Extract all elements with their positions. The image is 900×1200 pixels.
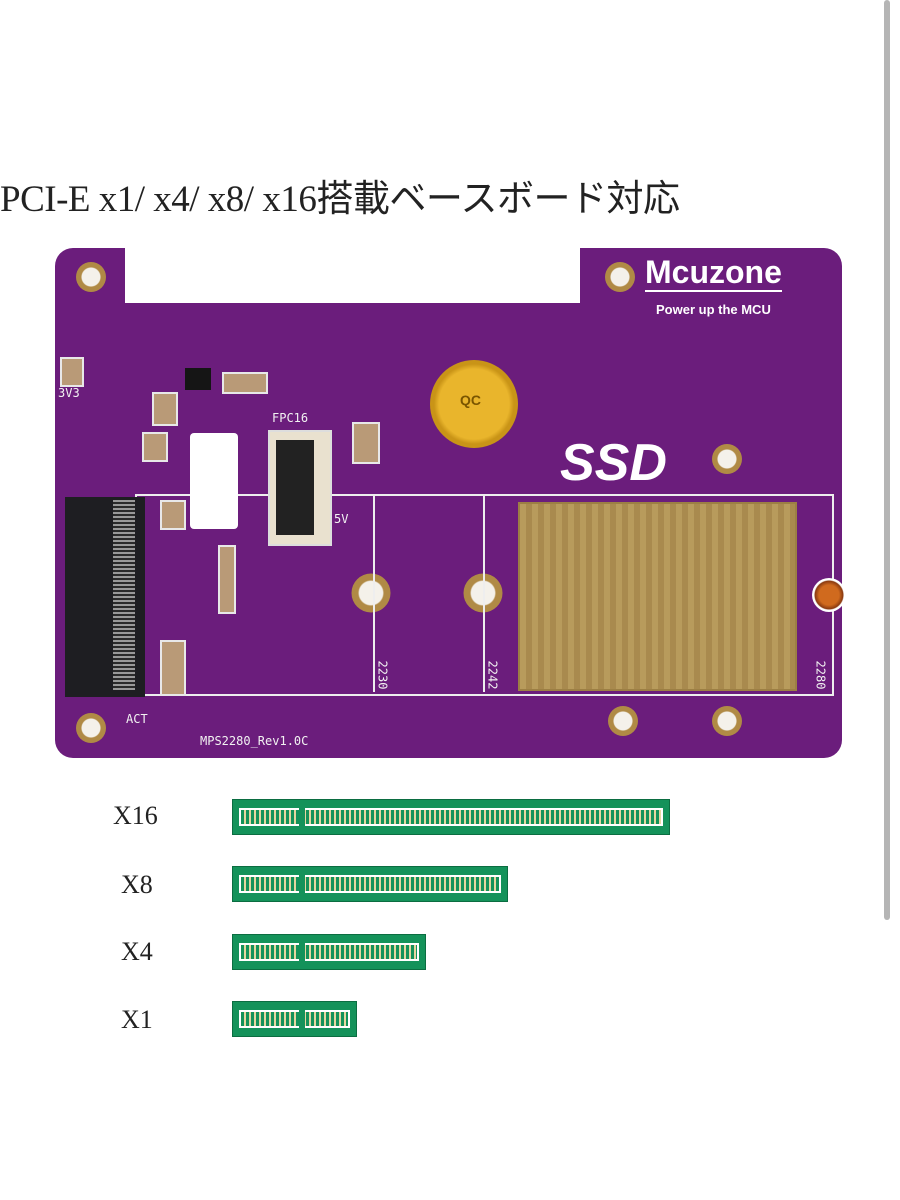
- mounting-hole: [608, 706, 638, 736]
- pcie-slot-x4: [232, 934, 426, 970]
- pcie-slot-x16: [232, 799, 670, 835]
- pcie-slot-x8: [232, 866, 508, 902]
- page-title: PCI-E x1/ x4/ x8/ x16搭載ベースボード対応: [0, 179, 680, 220]
- divider: [483, 494, 485, 692]
- silk-5v: 5V: [334, 512, 349, 526]
- silk-2280: 2280: [813, 660, 828, 690]
- qc-sticker: [430, 360, 518, 448]
- resistor-array: [222, 372, 268, 394]
- divider: [373, 494, 375, 692]
- scrollbar[interactable]: [884, 0, 890, 920]
- led-3v3: [60, 357, 84, 387]
- slot-label-x8: X8: [121, 870, 153, 899]
- brand-tagline: Power up the MCU: [656, 302, 771, 317]
- brand-logo: Mcuzone: [645, 254, 782, 292]
- capacitor: [160, 500, 186, 530]
- ssd-label-sticker: [518, 502, 797, 691]
- standoff-2230: [351, 573, 391, 613]
- mounting-hole: [712, 444, 742, 474]
- capacitor: [142, 432, 168, 462]
- ssd-label: SSD: [560, 434, 667, 492]
- regulator-chip: [185, 368, 211, 390]
- slot-label-x1: X1: [121, 1005, 153, 1034]
- ssd-screw: [812, 578, 846, 612]
- mounting-hole: [605, 262, 635, 292]
- capacitor: [352, 422, 380, 464]
- silk-fpc16: FPC16: [272, 411, 309, 425]
- m2-connector-pins: [113, 500, 135, 690]
- mounting-hole: [712, 706, 742, 736]
- mounting-hole: [76, 713, 106, 743]
- silk-model: MPS2280_Rev1.0C: [200, 734, 309, 748]
- silk-3v3: 3V3: [58, 386, 80, 400]
- silk-2242: 2242: [485, 660, 500, 690]
- capacitor-array: [218, 545, 236, 614]
- slot-label-x16: X16: [113, 801, 158, 830]
- slot-label-x4: X4: [121, 937, 153, 966]
- qc-sticker-text: QC: [460, 392, 481, 408]
- pcie-slot-x1: [232, 1001, 357, 1037]
- mounting-hole: [76, 262, 106, 292]
- capacitor: [152, 392, 178, 426]
- fpc-connector: [268, 430, 332, 546]
- silk-act: ACT: [126, 712, 148, 726]
- board-cutout: [190, 433, 238, 529]
- silk-2230: 2230: [375, 660, 390, 690]
- capacitor: [160, 640, 186, 696]
